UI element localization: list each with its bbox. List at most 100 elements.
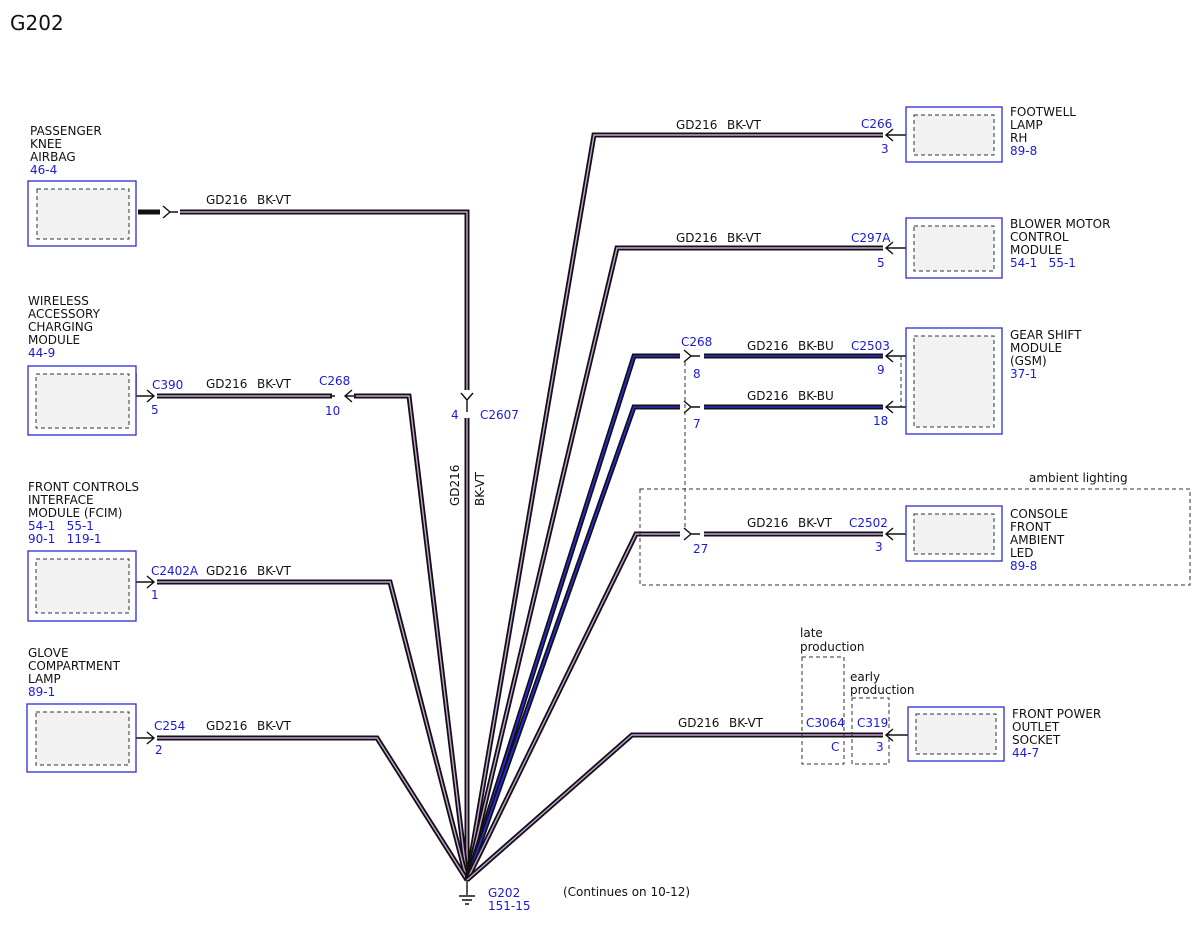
svg-text:early: early [850, 670, 880, 684]
svg-text:54-1 55-1: 54-1 55-1 [1010, 256, 1076, 270]
svg-text:COMPARTMENT: COMPARTMENT [28, 659, 121, 673]
svg-text:BK-BU: BK-BU [798, 389, 834, 403]
connector-labels: C390 5 C268 10 C2402A 1 C254 2 C2607 4 C… [151, 117, 892, 757]
svg-text:3: 3 [875, 540, 883, 554]
svg-text:BK-VT: BK-VT [729, 716, 764, 730]
early-production-note: early production [850, 670, 914, 697]
svg-text:C2502: C2502 [849, 516, 888, 530]
svg-text:GLOVE: GLOVE [28, 646, 69, 660]
svg-text:GD216: GD216 [747, 516, 788, 530]
svg-text:C2503: C2503 [851, 339, 890, 353]
svg-text:GD216: GD216 [206, 193, 247, 207]
svg-text:44-7: 44-7 [1012, 746, 1039, 760]
svg-text:production: production [800, 640, 864, 654]
svg-text:27: 27 [693, 542, 708, 556]
svg-text:18: 18 [873, 414, 888, 428]
svg-text:5: 5 [877, 256, 885, 270]
svg-text:44-9: 44-9 [28, 346, 55, 360]
svg-text:89-8: 89-8 [1010, 559, 1037, 573]
svg-text:MODULE: MODULE [28, 333, 80, 347]
blower-label: BLOWER MOTOR CONTROL MODULE 54-1 55-1 [1010, 217, 1110, 270]
svg-text:54-1 55-1: 54-1 55-1 [28, 519, 94, 533]
knee-airbag-box [27, 180, 137, 247]
footwell-label: FOOTWELL LAMP RH 89-8 [1010, 105, 1076, 158]
svg-text:2: 2 [155, 743, 163, 757]
continues-note: (Continues on 10-12) [563, 885, 690, 899]
wires [138, 132, 883, 882]
svg-text:C319: C319 [857, 716, 888, 730]
svg-text:GD216: GD216 [678, 716, 719, 730]
wireless-label: WIRELESS ACCESSORY CHARGING MODULE 44-9 [28, 294, 101, 360]
early-production-box [851, 697, 890, 765]
footwell-box [905, 106, 1003, 163]
svg-text:BLOWER MOTOR: BLOWER MOTOR [1010, 217, 1110, 231]
late-production-note: late production [800, 626, 864, 654]
svg-text:WIRELESS: WIRELESS [28, 294, 89, 308]
svg-text:INTERFACE: INTERFACE [28, 493, 94, 507]
svg-text:FRONT CONTROLS: FRONT CONTROLS [28, 480, 139, 494]
svg-text:SOCKET: SOCKET [1012, 733, 1061, 747]
svg-text:CHARGING: CHARGING [28, 320, 93, 334]
svg-text:C2607: C2607 [480, 408, 519, 422]
svg-text:1: 1 [151, 588, 159, 602]
svg-text:BK-VT: BK-VT [727, 231, 762, 245]
svg-text:production: production [850, 683, 914, 697]
svg-text:CONSOLE: CONSOLE [1010, 507, 1068, 521]
glove-label: GLOVE COMPARTMENT LAMP 89-1 [28, 646, 121, 699]
svg-text:MODULE: MODULE [1010, 243, 1062, 257]
svg-text:GD216: GD216 [206, 564, 247, 578]
svg-text:BK-VT: BK-VT [257, 719, 292, 733]
connector-symbols [135, 128, 908, 905]
svg-text:GD216: GD216 [676, 118, 717, 132]
svg-text:AMBIENT: AMBIENT [1010, 533, 1065, 547]
svg-text:GD216: GD216 [747, 339, 788, 353]
svg-text:C266: C266 [861, 117, 892, 131]
svg-text:BK-VT: BK-VT [257, 193, 292, 207]
svg-text:OUTLET: OUTLET [1012, 720, 1060, 734]
svg-text:C254: C254 [154, 719, 185, 733]
fcim-box [27, 550, 137, 622]
svg-text:9: 9 [877, 363, 885, 377]
svg-text:RH: RH [1010, 131, 1027, 145]
svg-text:BK-VT: BK-VT [257, 377, 292, 391]
svg-text:8: 8 [693, 367, 701, 381]
svg-text:BK-VT: BK-VT [473, 471, 487, 506]
svg-text:5: 5 [151, 403, 159, 417]
ground-id: G202 [488, 886, 520, 900]
svg-text:ACCESSORY: ACCESSORY [28, 307, 101, 321]
svg-text:10: 10 [325, 404, 340, 418]
diagram-title: G202 [10, 11, 64, 35]
svg-text:4: 4 [451, 408, 459, 422]
svg-text:BK-VT: BK-VT [257, 564, 292, 578]
svg-text:LAMP: LAMP [1010, 118, 1043, 132]
svg-text:3: 3 [881, 142, 889, 156]
wire-labels: GD216 BK-VT GD216 BK-VT GD216 BK-VT GD21… [206, 118, 834, 733]
svg-text:3: 3 [876, 740, 884, 754]
svg-text:PASSENGER: PASSENGER [30, 124, 102, 138]
svg-text:BK-BU: BK-BU [798, 339, 834, 353]
svg-text:BK-VT: BK-VT [798, 516, 833, 530]
svg-text:FOOTWELL: FOOTWELL [1010, 105, 1076, 119]
glove-box [26, 703, 137, 773]
svg-text:89-1: 89-1 [28, 685, 55, 699]
svg-text:late: late [800, 626, 823, 640]
ambient-lighting-note: ambient lighting [1029, 471, 1128, 485]
svg-text:C390: C390 [152, 378, 183, 392]
wireless-box [27, 365, 137, 436]
svg-text:LAMP: LAMP [28, 672, 61, 686]
svg-text:GD216: GD216 [448, 465, 462, 506]
ground-ref: 151-15 [488, 899, 531, 913]
svg-text:LED: LED [1010, 546, 1034, 560]
svg-text:FRONT: FRONT [1010, 520, 1052, 534]
svg-text:C268: C268 [681, 335, 712, 349]
power-outlet-box [907, 706, 1005, 762]
svg-text:90-1 119-1: 90-1 119-1 [28, 532, 102, 546]
svg-text:C3064: C3064 [806, 716, 845, 730]
svg-text:MODULE: MODULE [1010, 341, 1062, 355]
console-box [905, 505, 1003, 562]
late-production-box [801, 656, 845, 765]
console-label: CONSOLE FRONT AMBIENT LED 89-8 [1010, 507, 1068, 573]
svg-text:MODULE (FCIM): MODULE (FCIM) [28, 506, 122, 520]
ambient-lighting-region [639, 488, 1191, 586]
